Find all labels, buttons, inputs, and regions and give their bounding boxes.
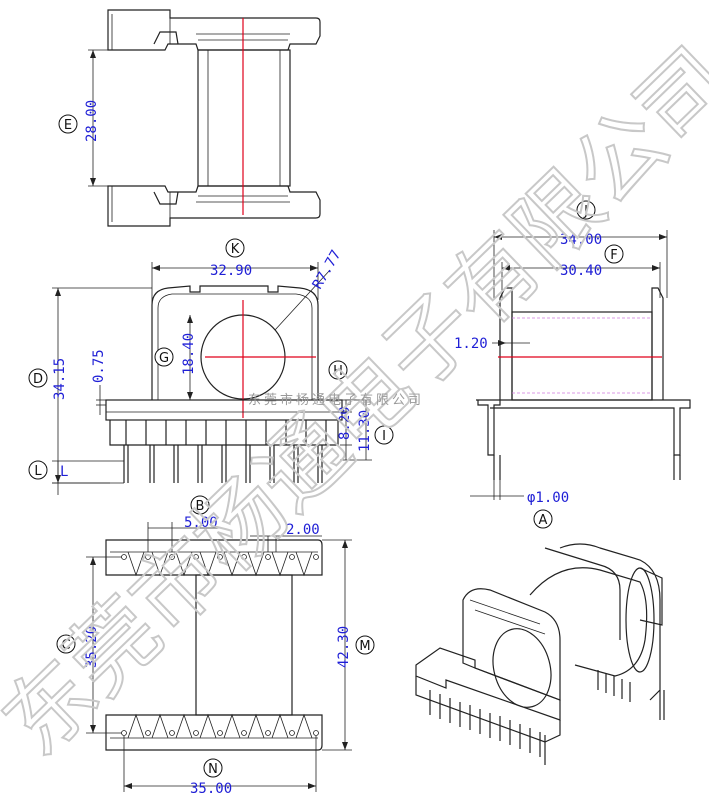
dim-j-value: 34.00 — [560, 232, 602, 248]
label-m: M — [359, 639, 370, 654]
watermark-small: 东莞市杨通电子有限公司 — [248, 392, 424, 408]
dim-c-value: 35.20 — [84, 626, 100, 668]
label-d: D — [33, 372, 43, 387]
dim-m-value: 42.30 — [336, 626, 352, 668]
dim-b-width-value: 2.00 — [286, 522, 320, 538]
dim-f-value: 30.40 — [560, 263, 602, 279]
label-j: J — [583, 204, 588, 219]
label-l: L — [34, 464, 42, 479]
dim-g-value: 18.40 — [181, 333, 197, 375]
side-view: 34.00 J 30.40 F 1.20 φ1.00 A — [454, 200, 691, 529]
label-i: I — [382, 429, 386, 444]
front-pins — [123, 420, 327, 483]
dim-e-value: 28.00 — [84, 100, 100, 142]
label-e: E — [64, 118, 72, 133]
dim-a-value: φ1.00 — [527, 490, 569, 506]
bottom-pin-holes — [121, 554, 319, 736]
dim-b-pitch-value: 5.00 — [184, 515, 218, 531]
dim-h-value: 8.20 — [337, 406, 353, 440]
bottom-view: 5.00 2.00 B 35.20 C 42.30 M 35.00 N — [56, 495, 375, 796]
dim-l-value: L — [60, 464, 68, 480]
dim-d-small-value: 0.75 — [91, 349, 107, 383]
dim-radius-value: R7.77 — [310, 247, 345, 292]
dim-thickness-value: 1.20 — [454, 336, 488, 352]
label-n: N — [208, 762, 218, 777]
dim-n-value: 35.00 — [190, 781, 232, 796]
dim-i-value: 11.30 — [357, 410, 373, 452]
label-h: H — [333, 364, 343, 379]
label-f: F — [610, 248, 617, 263]
front-view: 32.90 K R7.77 18.40 G 34.15 D 0.75 8.2 — [28, 238, 394, 495]
label-c: C — [61, 638, 70, 653]
label-b: B — [196, 499, 205, 514]
label-a: A — [539, 513, 548, 528]
isometric-view — [415, 543, 665, 765]
label-k: K — [231, 242, 240, 257]
iso-pins — [429, 670, 631, 765]
dim-d-value: 34.15 — [52, 358, 68, 400]
top-view: 28.00 E — [58, 9, 321, 227]
label-g: G — [159, 351, 169, 366]
dim-k-value: 32.90 — [210, 263, 252, 279]
